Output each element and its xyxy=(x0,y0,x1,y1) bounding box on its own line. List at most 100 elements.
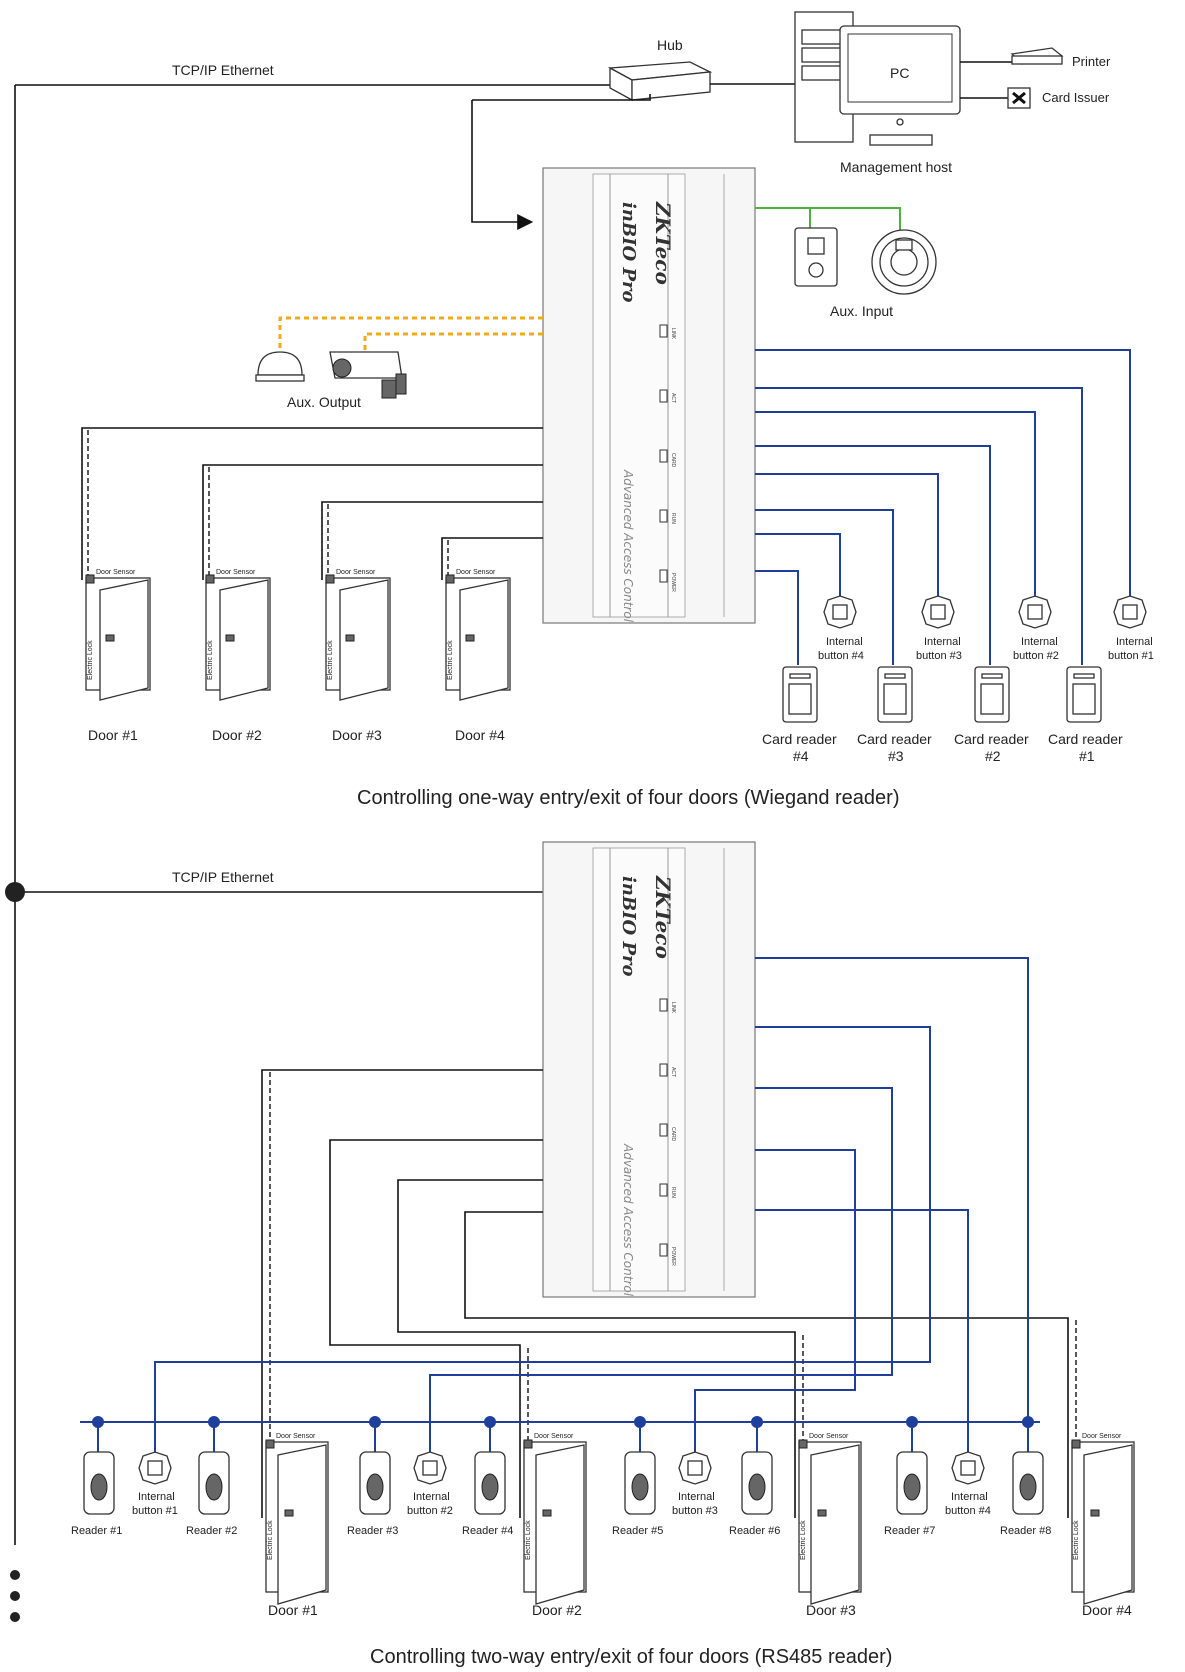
aux-input-sensor-icon xyxy=(871,229,937,295)
button-bottom-2-line1: Internal xyxy=(413,1491,450,1503)
alarm-siren-icon xyxy=(255,351,305,382)
door-label-top-4: Door #4 xyxy=(455,727,505,743)
led-label-act: ACT xyxy=(670,393,676,403)
controller-panel-bottom xyxy=(542,841,756,1298)
electric-lock-label-b3: Electric Lock xyxy=(800,1520,807,1560)
panel-brand-bottom: ZKTeco xyxy=(651,875,675,959)
door-label-bottom-4: Door #4 xyxy=(1082,1602,1132,1618)
button-bottom-1-line1: Internal xyxy=(138,1491,175,1503)
internal-button-bottom-4 xyxy=(951,1451,985,1485)
reader-bottom-3 xyxy=(359,1451,391,1515)
reader-label-6: Reader #6 xyxy=(729,1525,780,1537)
electric-lock-label-4: Electric Lock xyxy=(447,640,454,680)
door-label-bottom-2: Door #2 xyxy=(532,1602,582,1618)
rs485-wiring-bottom xyxy=(80,957,1040,1452)
door-top-2 xyxy=(205,574,271,701)
network-backbone xyxy=(5,84,610,1622)
led-label-card: CARD xyxy=(670,453,676,468)
card-reader-top-2-line2: #2 xyxy=(985,748,1001,764)
card-reader-top-1-line2: #1 xyxy=(1079,748,1095,764)
door-bottom-3 xyxy=(798,1439,862,1605)
card-reader-top-3 xyxy=(877,666,913,723)
internal-button-bottom-2 xyxy=(413,1451,447,1485)
door-sensor-label-2: Door Sensor xyxy=(216,569,256,576)
card-reader-top-2 xyxy=(974,666,1010,723)
door-sensor-label-3: Door Sensor xyxy=(336,569,376,576)
card-reader-top-4-line1: Card reader xyxy=(762,731,837,747)
controller-panel-top xyxy=(542,167,756,624)
pc-monitor xyxy=(839,25,961,146)
rs485-bus-nodes xyxy=(92,1416,1034,1452)
panel-subtitle-bottom: Advanced Access Control xyxy=(621,1143,635,1297)
button-bottom-2-line2: button #2 xyxy=(407,1505,453,1517)
panel-subtitle: Advanced Access Control xyxy=(621,469,635,623)
button-top-3-line2: button #3 xyxy=(916,650,962,662)
cctv-camera-icon xyxy=(329,351,407,399)
electric-lock-label-1: Electric Lock xyxy=(87,640,94,680)
led-label-act-bottom: ACT xyxy=(670,1067,676,1077)
reader-bottom-1 xyxy=(83,1451,115,1515)
door-sensor-label-b1: Door Sensor xyxy=(276,1433,316,1440)
reader-label-4: Reader #4 xyxy=(462,1525,513,1537)
card-reader-top-3-line1: Card reader xyxy=(857,731,932,747)
button-top-3-line1: Internal xyxy=(924,636,961,648)
network-junction xyxy=(5,882,25,902)
door-bottom-1 xyxy=(265,1439,329,1605)
aux-input-label: Aux. Input xyxy=(830,303,893,319)
reader-bottom-8 xyxy=(1012,1451,1044,1515)
card-reader-top-1 xyxy=(1066,666,1102,723)
card-issuer-label: Card Issuer xyxy=(1042,90,1110,105)
card-reader-top-3-line2: #3 xyxy=(888,748,904,764)
internal-button-bottom-3 xyxy=(678,1451,712,1485)
internal-button-bottom-1 xyxy=(138,1451,172,1485)
reader-label-2: Reader #2 xyxy=(186,1525,237,1537)
aux-output-label: Aux. Output xyxy=(287,394,361,410)
button-bottom-1-line2: button #1 xyxy=(132,1505,178,1517)
door-label-bottom-1: Door #1 xyxy=(268,1602,318,1618)
pc-label: PC xyxy=(890,65,909,81)
led-label-card-bottom: CARD xyxy=(670,1127,676,1142)
panel-leds-bottom xyxy=(659,998,668,1257)
continuation-dot xyxy=(10,1591,20,1601)
door-bottom-2 xyxy=(523,1439,587,1605)
caption-top: Controlling one-way entry/exit of four d… xyxy=(357,787,899,809)
door-sensor-label-b2: Door Sensor xyxy=(534,1433,574,1440)
button-top-1-line2: button #1 xyxy=(1108,650,1154,662)
button-top-1-line1: Internal xyxy=(1116,636,1153,648)
door-label-top-2: Door #2 xyxy=(212,727,262,743)
reader-bottom-2 xyxy=(198,1451,230,1515)
door-label-top-3: Door #3 xyxy=(332,727,382,743)
hub xyxy=(607,61,713,102)
reader-label-3: Reader #3 xyxy=(347,1525,398,1537)
wiegand-wiring-top xyxy=(755,349,1131,665)
button-bottom-3-line2: button #3 xyxy=(672,1505,718,1517)
reader-bottom-5 xyxy=(624,1451,656,1515)
management-host-label: Management host xyxy=(840,159,952,175)
panel-product-bottom: inBIO Pro xyxy=(618,876,639,977)
continuation-dot xyxy=(10,1612,20,1622)
button-top-2-line2: button #2 xyxy=(1013,650,1059,662)
panel-product: inBIO Pro xyxy=(618,202,639,303)
lock-wiring-top xyxy=(81,427,543,580)
button-bottom-4-line1: Internal xyxy=(951,1491,988,1503)
aux-input-reader-icon xyxy=(794,227,838,287)
door-label-bottom-3: Door #3 xyxy=(806,1602,856,1618)
electric-lock-label-3: Electric Lock xyxy=(327,640,334,680)
card-reader-top-2-line1: Card reader xyxy=(954,731,1029,747)
door-bottom-4 xyxy=(1071,1439,1135,1605)
printer-label: Printer xyxy=(1072,54,1111,69)
card-issuer-icon xyxy=(1007,87,1031,109)
led-label-power: POWER xyxy=(670,573,676,592)
electric-lock-label-b1: Electric Lock xyxy=(267,1520,274,1560)
led-label-link-bottom: LINK xyxy=(670,1002,676,1014)
reader-bottom-7 xyxy=(896,1451,928,1515)
internal-button-top-2 xyxy=(1018,595,1052,629)
button-top-4-line1: Internal xyxy=(826,636,863,648)
internal-button-top-4 xyxy=(823,595,857,629)
electric-lock-label-2: Electric Lock xyxy=(207,640,214,680)
hub-label: Hub xyxy=(657,37,683,53)
door-top-3 xyxy=(325,574,391,701)
button-bottom-4-line2: button #4 xyxy=(945,1505,991,1517)
internal-button-top-1 xyxy=(1113,595,1147,629)
